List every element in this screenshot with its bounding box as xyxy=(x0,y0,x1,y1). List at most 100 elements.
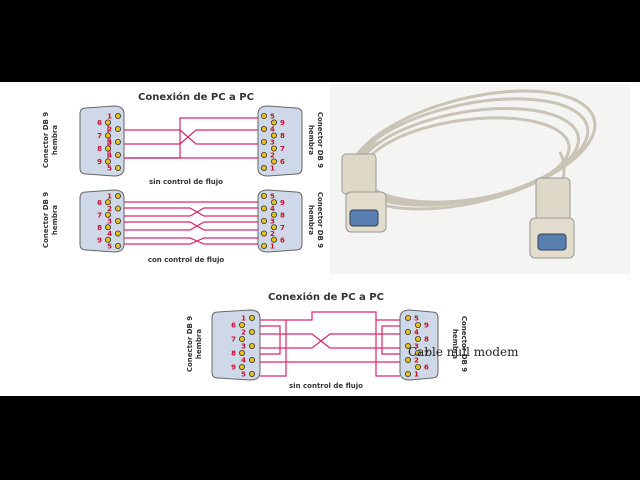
diagram2-wires xyxy=(124,201,258,245)
pin-number: 4 xyxy=(414,329,419,337)
pin-number: 7 xyxy=(280,145,285,153)
pin-dot xyxy=(238,363,245,370)
diagram2-right-connector xyxy=(257,189,303,253)
pin-dot xyxy=(248,314,255,321)
pin-dot xyxy=(260,242,267,249)
pin-dot xyxy=(115,112,122,119)
diagram1-left-label-line1: Conector DB 9 xyxy=(42,112,50,168)
pin-number: 2 xyxy=(414,357,419,365)
pin-dot xyxy=(248,328,255,335)
diagram2-caption: con control de flujo xyxy=(148,256,225,264)
pin-dot xyxy=(260,152,267,159)
null-modem-figure: Conexión de PC a PC Conector DB 9 hembra… xyxy=(42,84,630,390)
pin-dot xyxy=(270,199,277,206)
pin-dot xyxy=(115,242,122,249)
cable-connector-right xyxy=(529,177,575,259)
pin-number: 1 xyxy=(270,165,275,173)
pin-number: 5 xyxy=(270,113,275,121)
photo-caption: Cable null modem xyxy=(408,345,519,359)
pin-dot xyxy=(404,314,411,321)
pin-dot xyxy=(115,217,122,224)
pin-dot xyxy=(238,321,245,328)
pin-number: 8 xyxy=(424,336,429,344)
pin-dot xyxy=(260,230,267,237)
diagram1-right-connector xyxy=(257,105,303,177)
pin-dot xyxy=(260,126,267,133)
pin-number: 9 xyxy=(280,119,285,127)
pin-number: 4 xyxy=(107,152,112,160)
diagram3-left-connector xyxy=(211,309,261,381)
pin-dot xyxy=(115,205,122,212)
pin-dot xyxy=(248,370,255,377)
diagram3-left-label-line1: Conector DB 9 xyxy=(186,316,194,372)
pin-number: 5 xyxy=(414,315,419,323)
pin-dot xyxy=(248,356,255,363)
pin-dot xyxy=(414,335,421,342)
diagram3-wires xyxy=(260,311,400,377)
pin-number: 2 xyxy=(270,152,275,160)
pin-number: 6 xyxy=(280,236,285,244)
pin-number: 8 xyxy=(231,350,236,358)
pin-dot xyxy=(260,165,267,172)
diagram3-title: Conexión de PC a PC xyxy=(268,291,384,303)
pin-dot xyxy=(414,321,421,328)
pin-dot xyxy=(115,193,122,200)
diagram2-left-label-line2: hembra xyxy=(51,205,59,235)
diagram3-right-label-line1: Conector DB 9 xyxy=(460,316,468,372)
null-modem-cable-photo xyxy=(330,84,630,274)
pin-number: 3 xyxy=(241,343,246,351)
diagram1-right-label-line2: hembra xyxy=(307,125,315,155)
diagram3-left-label-line2: hembra xyxy=(195,329,203,359)
content-panel: Conexión de PC a PC Conector DB 9 hembra… xyxy=(0,82,640,396)
pin-dot xyxy=(105,224,112,231)
pin-number: 8 xyxy=(97,224,102,232)
pin-dot xyxy=(414,349,421,356)
pin-dot xyxy=(404,328,411,335)
diagram2-right-label-line1: Conector DB 9 xyxy=(316,192,324,248)
pin-dot xyxy=(115,230,122,237)
diagram2-left-connector xyxy=(79,189,125,253)
pin-dot xyxy=(105,199,112,206)
pin-number: 9 xyxy=(97,236,102,244)
pin-dot xyxy=(105,132,112,139)
pin-number: 1 xyxy=(270,243,275,251)
pin-dot xyxy=(270,158,277,165)
pin-dot xyxy=(270,211,277,218)
pin-number: 4 xyxy=(270,205,275,213)
pin-number: 8 xyxy=(280,132,285,140)
pin-dot xyxy=(115,152,122,159)
pin-number: 5 xyxy=(270,193,275,201)
pin-number: 8 xyxy=(97,145,102,153)
pin-number: 7 xyxy=(424,350,429,358)
pin-number: 7 xyxy=(97,211,102,219)
cable-connector-left xyxy=(341,153,387,233)
pin-dot xyxy=(270,132,277,139)
diagram3-right-label-line2: hembra xyxy=(451,329,459,359)
pin-dot xyxy=(414,363,421,370)
pin-number: 4 xyxy=(107,230,112,238)
pin-number: 6 xyxy=(97,119,102,127)
pin-number: 1 xyxy=(241,315,246,323)
pin-number: 1 xyxy=(107,193,112,201)
pin-number: 6 xyxy=(424,364,429,372)
diagram1-left-connector xyxy=(79,105,125,177)
pin-number: 6 xyxy=(231,322,236,330)
diagram1-wires xyxy=(107,117,258,166)
pin-number: 2 xyxy=(270,230,275,238)
pin-dot xyxy=(105,145,112,152)
pin-dot xyxy=(105,119,112,126)
pin-number: 5 xyxy=(241,371,246,379)
pin-dot xyxy=(404,342,411,349)
pin-number: 7 xyxy=(97,132,102,140)
pin-number: 9 xyxy=(231,364,236,372)
diagram3-caption: sin control de flujo xyxy=(289,382,363,390)
pin-number: 2 xyxy=(107,205,112,213)
pin-dot xyxy=(248,342,255,349)
pin-number: 9 xyxy=(424,322,429,330)
pin-number: 6 xyxy=(280,158,285,166)
pin-dot xyxy=(238,335,245,342)
